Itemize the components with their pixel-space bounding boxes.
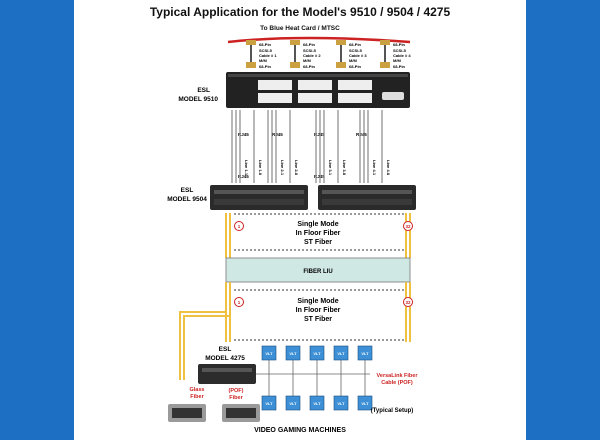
cable-2-gender: M/M — [303, 58, 311, 63]
vlt-4: VLT — [337, 351, 345, 356]
typical-setup-label: (Typical Setup) — [371, 408, 414, 414]
cable-4-gender: M/M — [393, 58, 401, 63]
vlt-5: VLT — [361, 351, 369, 356]
line-2-8: Line 2-8 — [294, 160, 299, 176]
scsi-cable-4: 68-Pin SCSI-5 Cable # 4 M/M 68-Pin — [380, 40, 411, 69]
fiber2-line2: In Floor Fiber — [296, 307, 341, 314]
line-2-1: Line 2-1 — [280, 160, 285, 176]
pof-label-1: (POF) — [229, 388, 244, 394]
cable-3-number: Cable # 3 — [349, 53, 367, 58]
cable-1-type: SCSI-5 — [259, 48, 273, 53]
line-3-8: Line 3-8 — [342, 160, 347, 176]
pof-label-2: Fiber — [229, 395, 243, 401]
vlt-9: VLT — [337, 401, 345, 406]
rj45-label-2: RJ45 — [272, 132, 283, 137]
vlt-6: VLT — [265, 401, 273, 406]
rj45-label-1: RJ45 — [238, 132, 249, 137]
versalink-label-1: VersaLink Fiber — [377, 373, 419, 379]
cable-2-bottom-label: 68-Pin — [303, 64, 316, 69]
cable-2-top-label: 68-Pin — [303, 42, 316, 47]
fiber-marker-3 — [234, 297, 244, 307]
cable-1-number: Cable # 1 — [259, 53, 277, 58]
model-9510-label-2: MODEL 9510 — [178, 96, 218, 103]
cable-1-gender: M/M — [259, 58, 267, 63]
fiber-marker-4 — [403, 297, 413, 307]
cable-1-bottom-label: 68-Pin — [259, 64, 272, 69]
fiber2-line3: ST Fiber — [304, 316, 332, 323]
right-border — [526, 0, 600, 440]
vlt-1: VLT — [265, 351, 273, 356]
glass-fiber-path — [179, 311, 226, 380]
fiber-marker-1 — [234, 221, 244, 231]
vlt-8: VLT — [313, 401, 321, 406]
fiber-marker-2-text: 32 — [405, 224, 411, 229]
versalink-label-2: Cable (POF) — [381, 380, 413, 386]
model-9510-label-1: ESL — [197, 87, 210, 94]
line-4-8: Line 4-8 — [386, 160, 391, 176]
fiber-marker-3-text: 1 — [238, 300, 241, 305]
fiber1-line1: Single Mode — [297, 221, 338, 228]
vlt-connections — [256, 360, 370, 396]
diagram-title: Typical Application for the Model's 9510… — [150, 5, 451, 19]
line-cables — [231, 110, 383, 183]
line-1-1: Line 1-1 — [244, 160, 249, 176]
vlt-7: VLT — [289, 401, 297, 406]
model-9504-label-1: ESL — [181, 187, 194, 194]
fiber-liu-box — [225, 257, 411, 283]
cable-4-top-label: 68-Pin — [393, 42, 406, 47]
fiber1-line3: ST Fiber — [304, 239, 332, 246]
media-converter-1 — [168, 404, 206, 422]
rj45-label-5: RJ45 — [238, 174, 249, 179]
vlt-row-top — [261, 345, 373, 361]
model-4275-label-1: ESL — [219, 346, 232, 353]
line-4-1: Line 4-1 — [372, 160, 377, 176]
fiber-liu-label: FIBER LIU — [303, 269, 332, 275]
cable-3-type: SCSI-5 — [349, 48, 363, 53]
cable-4-bottom-label: 68-Pin — [393, 64, 406, 69]
model-9504-unit-1 — [210, 185, 308, 210]
cable-3-top-label: 68-Pin — [349, 42, 362, 47]
line-3-1: Line 3-1 — [328, 160, 333, 176]
cable-3-bottom-label: 68-Pin — [349, 64, 362, 69]
fiber-marker-4-text: 32 — [405, 300, 411, 305]
glass-fiber-path-2 — [183, 315, 230, 380]
cable-4-type: SCSI-5 — [393, 48, 407, 53]
scsi-cable-1: 68-Pin SCSI-5 Cable # 1 M/M 68-Pin — [246, 40, 277, 69]
line-1-8: Line 1-8 — [258, 160, 263, 176]
rj45-label-4: RJ45 — [356, 132, 367, 137]
footer-label: VIDEO GAMING MACHINES — [254, 427, 346, 434]
vlt-row-bottom — [261, 395, 373, 411]
model-4275-label-2: MODEL 4275 — [205, 355, 245, 362]
fiber-marker-2 — [403, 221, 413, 231]
cable-4-number: Cable # 4 — [393, 53, 411, 58]
scsi-cable-3: 68-Pin SCSI-5 Cable # 3 M/M 68-Pin — [336, 40, 367, 69]
model-4275-unit — [198, 364, 256, 384]
left-border — [0, 0, 74, 440]
model-9504-unit-2 — [318, 185, 416, 210]
fiber2-line1: Single Mode — [297, 298, 338, 305]
blue-heat-label: To Blue Heat Card / MTSC — [260, 25, 340, 32]
cable-3-gender: M/M — [349, 58, 357, 63]
rj45-port-grid — [258, 80, 372, 103]
cable-1-top-label: 68-Pin — [259, 42, 272, 47]
model-9504-label-2: MODEL 9504 — [167, 196, 207, 203]
cable-2-number: Cable # 2 — [303, 53, 321, 58]
glass-fiber-label-2: Fiber — [190, 394, 204, 400]
media-converter-2 — [222, 404, 260, 422]
fiber1-line2: In Floor Fiber — [296, 230, 341, 237]
vlt-10: VLT — [361, 401, 369, 406]
cable-2-type: SCSI-5 — [303, 48, 317, 53]
fiber-marker-1-text: 1 — [238, 224, 241, 229]
glass-fiber-label-1: Glass — [190, 387, 205, 393]
model-9510-rack — [226, 72, 410, 108]
scsi-cable-2: 68-Pin SCSI-5 Cable # 2 M/M 68-Pin — [290, 40, 321, 69]
vlt-3: VLT — [313, 351, 321, 356]
vlt-2: VLT — [289, 351, 297, 356]
